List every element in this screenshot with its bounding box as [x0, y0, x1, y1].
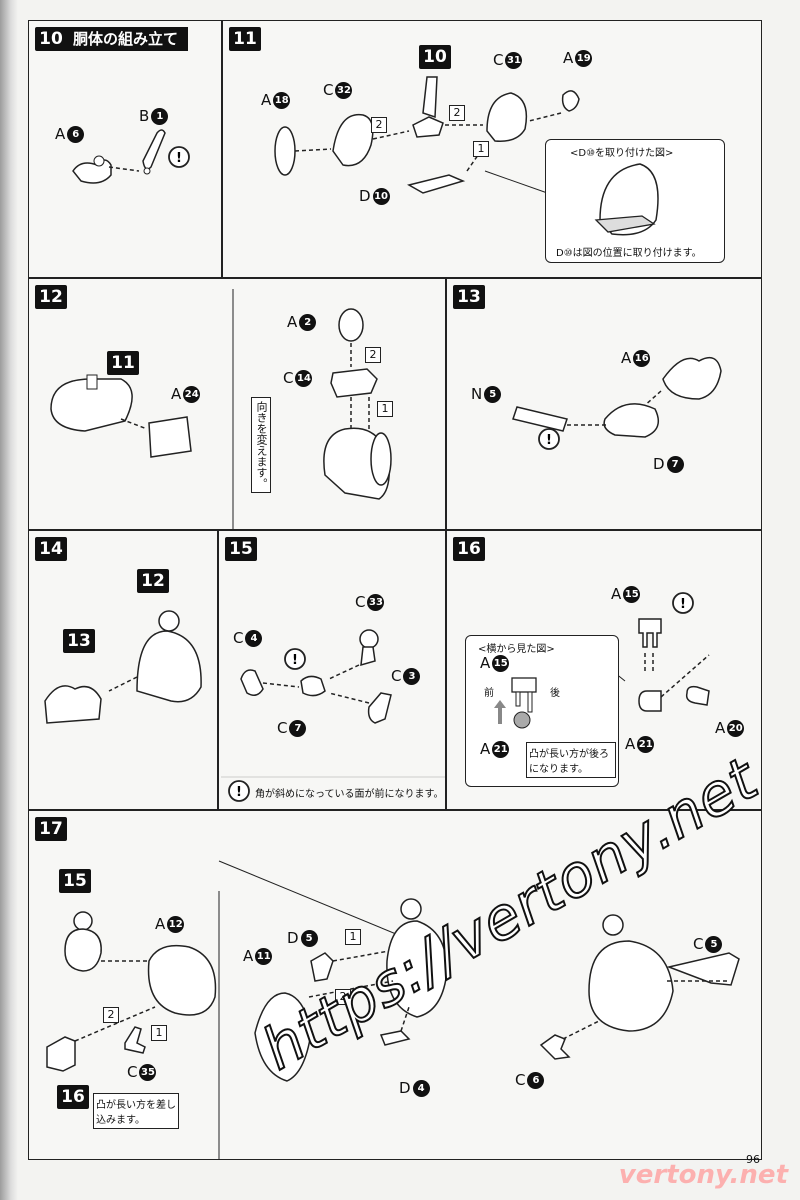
note-angled-face: 角が斜めになっている面が前になります。	[255, 789, 444, 800]
ref-step-10: 10	[419, 45, 451, 69]
step-14-panel: 14 12 13	[28, 530, 218, 810]
step-number: 15	[225, 537, 257, 561]
label-back: 後	[550, 688, 560, 699]
caution-icon: !	[228, 780, 250, 802]
step-15-parts-drawing	[221, 629, 445, 778]
svg-text:!: !	[546, 433, 552, 448]
step-number: 13	[453, 285, 485, 309]
step-10-parts-drawing	[72, 129, 166, 184]
callout-title: <横から見た図>	[478, 644, 555, 655]
order-mark-1: 1	[151, 1025, 167, 1041]
caution-icon: !	[538, 428, 560, 450]
order-mark-2: 2	[449, 105, 465, 121]
ref-step-11: 11	[107, 351, 139, 375]
order-mark-2: 2	[335, 989, 351, 1005]
section-title: 胴体の組み立て	[63, 27, 189, 51]
order-mark-1: 1	[473, 141, 489, 157]
order-mark-1: 1	[345, 929, 361, 945]
caution-icon: !	[284, 648, 306, 670]
caution-icon: !	[168, 146, 190, 168]
page-number: 96	[746, 1153, 760, 1166]
step-13-parts-drawing	[512, 356, 722, 438]
step-12-parts-drawing	[50, 289, 392, 529]
callout-text: 凸が長い方が後ろになります。	[526, 742, 616, 778]
note-insert-longer: 凸が長い方を差し込みます。	[93, 1093, 179, 1129]
step-number: 10	[35, 27, 67, 51]
ref-step-15: 15	[59, 869, 91, 893]
callout-title: <D⑩を取り付けた図>	[570, 148, 674, 159]
step-number: 16	[453, 537, 485, 561]
label-front: 前	[484, 688, 494, 699]
svg-text:!: !	[292, 653, 298, 668]
order-mark-2: 2	[103, 1007, 119, 1023]
caution-icon: !	[672, 592, 694, 614]
step-number: 14	[35, 537, 67, 561]
step-number: 11	[229, 27, 261, 51]
callout-d10-attached: <D⑩を取り付けた図> D⑩は図の位置に取り付けます。	[545, 139, 725, 263]
svg-text:!: !	[680, 597, 686, 612]
svg-text:!: !	[176, 151, 182, 166]
ref-step-16: 16	[57, 1085, 89, 1109]
rotate-note: 向きを変えます。	[251, 397, 271, 493]
ref-step-13: 13	[63, 629, 95, 653]
step-17-parts-drawing	[46, 860, 740, 1159]
order-mark-2: 2	[365, 347, 381, 363]
step-11-parts-drawing	[274, 76, 580, 196]
watermark-site: vertony.net	[618, 1160, 788, 1190]
step-number: 17	[35, 817, 67, 841]
step-number: 12	[35, 285, 67, 309]
ref-step-12: 12	[137, 569, 169, 593]
callout-text: D⑩は図の位置に取り付けます。	[556, 248, 702, 259]
page-binding-shadow	[0, 0, 18, 1200]
order-mark-1: 1	[377, 401, 393, 417]
side-view-illustration	[494, 677, 537, 729]
order-mark-2: 2	[371, 117, 387, 133]
step-14-parts-drawing	[44, 610, 202, 724]
svg-text:!: !	[236, 785, 242, 800]
callout-illustration	[594, 163, 659, 236]
step-16-parts-drawing	[604, 618, 710, 712]
